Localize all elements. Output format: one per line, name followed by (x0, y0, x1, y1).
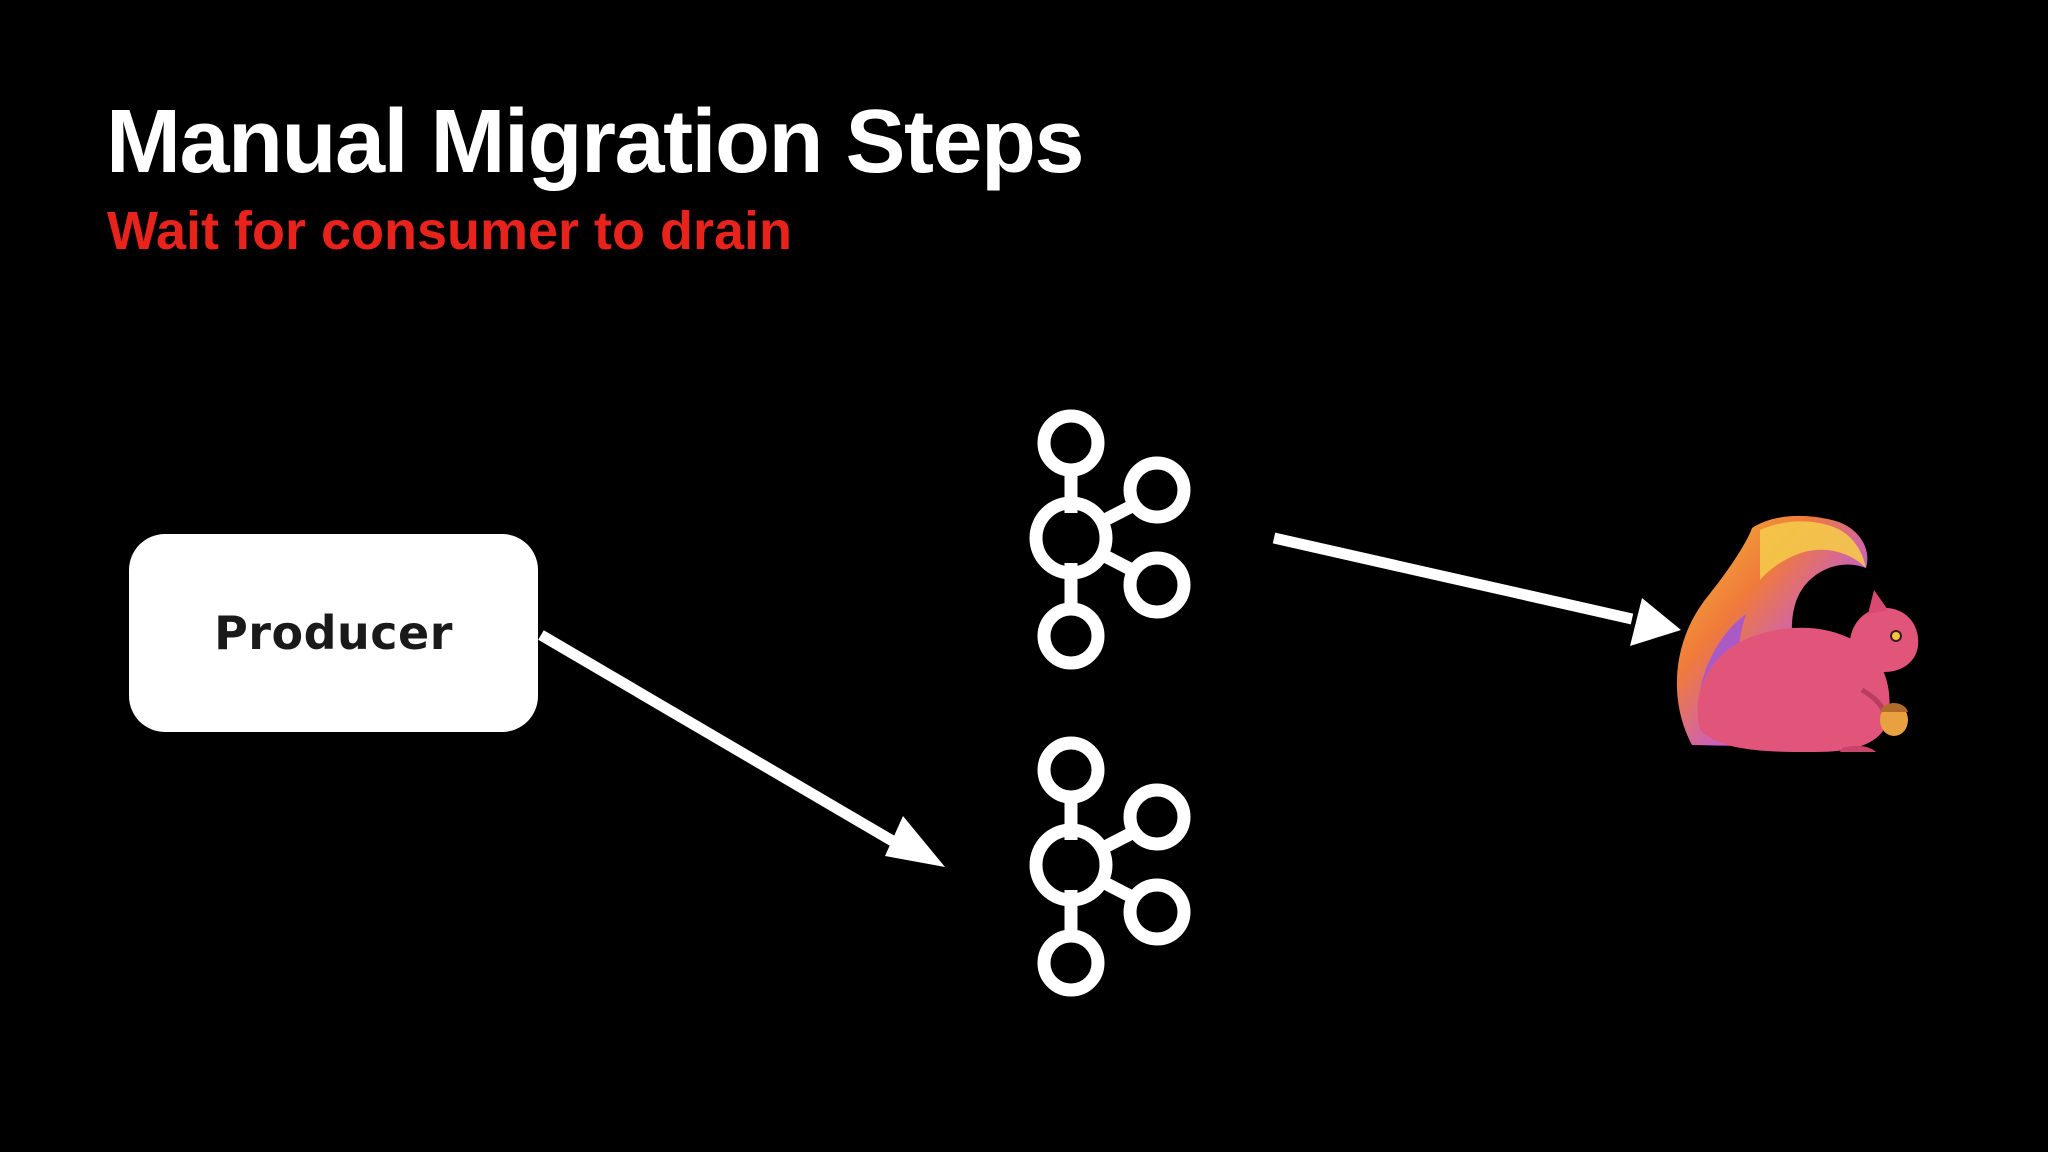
slide-subtitle: Wait for consumer to drain (107, 201, 793, 261)
producer-label: Producer (214, 606, 453, 660)
arrow-producer-to-kafka (538, 630, 945, 867)
flink-squirrel-icon (1676, 515, 1919, 752)
kafka-icon (1029, 736, 1191, 997)
kafka-icon (1029, 409, 1191, 670)
slide-title: Manual Migration Steps (106, 92, 1085, 192)
producer-box: Producer (129, 534, 538, 732)
arrow-kafka-to-flink (1272, 532, 1681, 646)
